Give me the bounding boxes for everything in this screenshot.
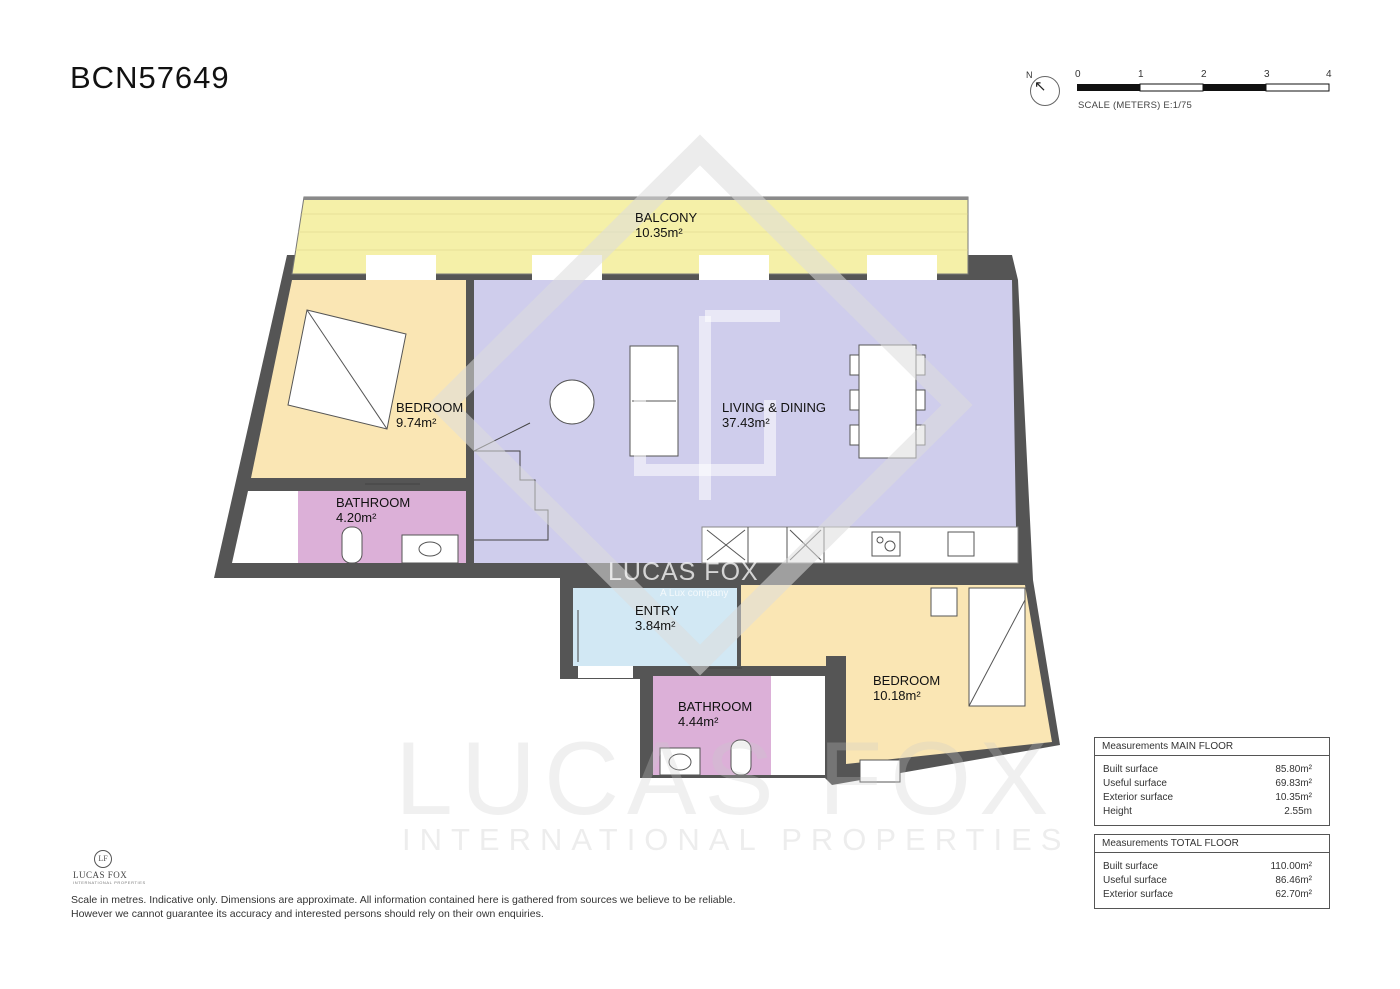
measurement-value: 69.83m² — [1275, 778, 1312, 789]
scale-tick: 3 — [1264, 69, 1270, 80]
scale-tick: 1 — [1138, 69, 1144, 80]
measurement-label: Useful surface — [1103, 778, 1167, 789]
scale-tick: 2 — [1201, 69, 1207, 80]
measurement-value: 86.46m² — [1275, 875, 1312, 886]
measurement-label: Exterior surface — [1103, 792, 1174, 803]
room-name: BATHROOM — [678, 699, 753, 714]
brand-name: LUCAS FOX — [73, 870, 128, 880]
room-area: 10.18m² — [873, 688, 921, 703]
room-name: BEDROOM — [873, 673, 941, 688]
measurements-total-floor: Measurements TOTAL FLOOR Built surface 1… — [1094, 834, 1330, 909]
measurement-row: Useful surface 86.46m² — [1095, 874, 1329, 888]
measurement-label: Exterior surface — [1103, 889, 1174, 900]
room-name: BALCONY — [635, 210, 698, 225]
plan-reference: BCN57649 — [70, 60, 230, 95]
measurement-row: Exterior surface 62.70m² — [1095, 888, 1329, 902]
measurement-row: Built surface 85.80m² — [1095, 763, 1329, 777]
room-label-bathroom-1: BATHROOM 4.20m² — [336, 495, 410, 525]
room-label-balcony: BALCONY 10.35m² — [635, 210, 697, 240]
north-label: N — [1026, 70, 1033, 80]
scale-segment-0-1 — [1077, 84, 1140, 91]
room-name: BEDROOM — [396, 400, 464, 415]
entry-door-opening — [578, 666, 633, 678]
room-area: 37.43m² — [722, 415, 770, 430]
measurement-label: Useful surface — [1103, 875, 1167, 886]
kitchen-counter — [701, 526, 1019, 564]
watermark-logo — [427, 134, 973, 676]
brand-subline: INTERNATIONAL PROPERTIES — [73, 880, 146, 885]
disclaimer-line-2: However we cannot guarantee its accuracy… — [71, 908, 544, 920]
room-label-bedroom-1: BEDROOM 9.74m² — [396, 400, 463, 430]
disclaimer: Scale in metres. Indicative only. Dimens… — [71, 893, 811, 921]
scale-bar — [1077, 83, 1330, 92]
measurement-value: 10.35m² — [1275, 792, 1312, 803]
measurement-row: Useful surface 69.83m² — [1095, 777, 1329, 791]
north-arrow-icon: ↖ — [1034, 78, 1047, 95]
watermark-logo-inner — [634, 310, 780, 500]
scale-segment-3-4 — [1265, 83, 1330, 92]
measurement-value: 110.00m² — [1270, 861, 1312, 872]
measurement-value: 62.70m² — [1275, 889, 1312, 900]
north-compass — [1030, 76, 1060, 106]
scale-tick: 4 — [1326, 69, 1332, 80]
watermark-sub: INTERNATIONAL PROPERTIES — [402, 822, 1071, 857]
room-area: 10.35m² — [635, 225, 683, 240]
room-area: 3.84m² — [635, 618, 676, 633]
room-label-bedroom-2: BEDROOM 10.18m² — [873, 673, 940, 703]
measurement-label: Height — [1103, 806, 1132, 817]
room-area: 4.44m² — [678, 714, 719, 729]
shower-1 — [232, 491, 298, 563]
scale-tick: 0 — [1075, 69, 1081, 80]
room-name: LIVING & DINING — [722, 400, 827, 415]
measurements-total-title: Measurements TOTAL FLOOR — [1095, 835, 1329, 853]
measurement-label: Built surface — [1103, 764, 1159, 775]
room-label-bathroom-2: BATHROOM 4.44m² — [678, 699, 752, 729]
measurement-row: Exterior surface 10.35m² — [1095, 791, 1329, 805]
measurement-row: Built surface 110.00m² — [1095, 860, 1329, 874]
room-name: ENTRY — [635, 603, 679, 618]
measurement-value: 85.80m² — [1275, 764, 1312, 775]
shower-2 — [771, 676, 825, 775]
brand-logo-icon: LF — [94, 850, 112, 868]
scale-caption: SCALE (METERS) E:1/75 — [1078, 100, 1193, 111]
furniture — [287, 309, 1026, 783]
measurements-main-floor: Measurements MAIN FLOOR Built surface 85… — [1094, 737, 1330, 826]
room-area: 4.20m² — [336, 510, 377, 525]
room-label-living-dining: LIVING & DINING 37.43m² — [722, 400, 826, 430]
room-label-entry: ENTRY 3.84m² — [635, 603, 679, 633]
watermark-center-sub: A Lux company — [660, 588, 729, 599]
measurement-value: 2.55m — [1284, 806, 1312, 817]
measurement-row: Height 2.55m — [1095, 805, 1329, 819]
measurement-label: Built surface — [1103, 861, 1159, 872]
disclaimer-line-1: Scale in metres. Indicative only. Dimens… — [71, 894, 736, 906]
room-area: 9.74m² — [396, 415, 437, 430]
measurements-main-title: Measurements MAIN FLOOR — [1095, 738, 1329, 756]
scale-segment-2-3 — [1203, 84, 1266, 91]
watermark-center: LUCAS FOX — [608, 558, 759, 586]
room-name: BATHROOM — [336, 495, 411, 510]
watermark-main: LUCAS FOX — [395, 721, 1057, 837]
